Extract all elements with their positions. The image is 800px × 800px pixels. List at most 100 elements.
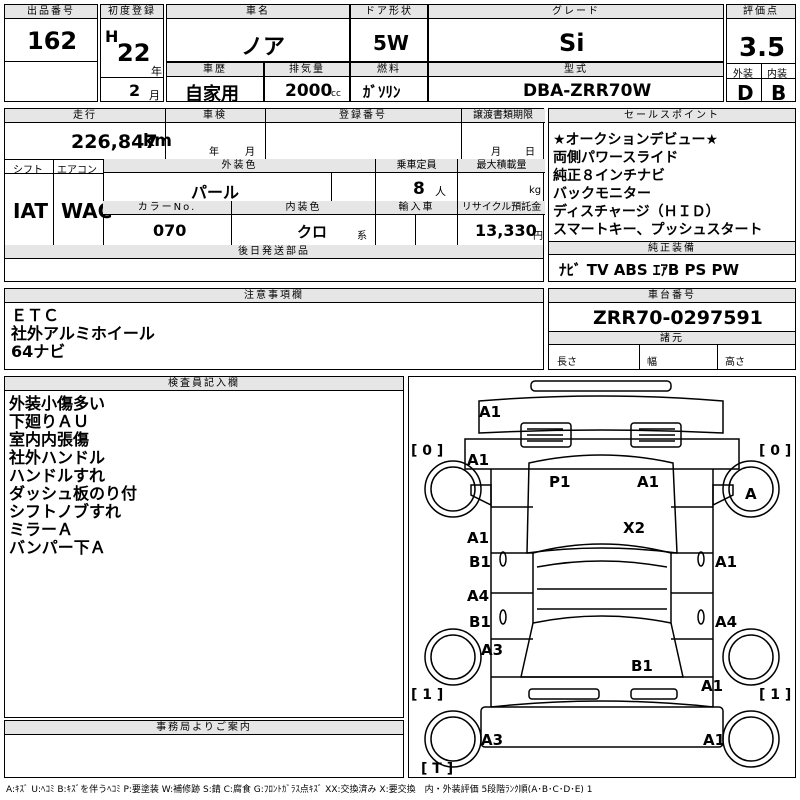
score: 3.5 (739, 33, 786, 63)
tr-day: 日 (525, 147, 535, 158)
month-unit: 月 (149, 89, 160, 102)
chassis-label: 車台番号 (549, 289, 795, 303)
ins-month: 月 (245, 147, 255, 158)
grade: Si (559, 29, 585, 57)
inspector-line: バンパー下Ａ (9, 538, 106, 557)
door-type: 5W (373, 31, 409, 55)
load-label: 最大積載量 (457, 159, 545, 173)
registration-label: 初度登録 (101, 5, 163, 19)
recycle: 13,330 (475, 221, 537, 240)
lot-box: 出品番号 162 (4, 4, 98, 102)
int-grade: B (771, 81, 787, 105)
mark-left-door-f: A1 (467, 529, 489, 547)
ext-label: 外装 (733, 69, 753, 80)
capacity: 8 (413, 179, 425, 199)
capacity-label: 乗車定員 (375, 159, 457, 173)
mark-right-door-r: A4 (715, 613, 737, 631)
era: H (105, 27, 119, 46)
sales-line: 両側パワースライド (553, 150, 679, 166)
carname-label: 車名 (167, 5, 349, 19)
sales-line: ★オークションデビュー★ (553, 132, 719, 148)
car-name: ノア (241, 35, 286, 60)
grade-label: グレード (429, 5, 723, 19)
inspector-line: ハンドルすれ (9, 466, 106, 485)
inspector-line: ダッシュ板のり付 (9, 484, 138, 503)
car-diagram: A1 A1 P1 A1 X2 A1 B1 A1 A4 B1 A4 A3 B1 A… (408, 376, 796, 778)
length-label: 長さ (557, 357, 577, 368)
height-label: 高さ (725, 357, 745, 368)
mark-left-door-r: A4 (467, 587, 489, 605)
mark-left-door-f2: B1 (469, 553, 491, 571)
inspector-line: シフトノブすれ (9, 502, 122, 521)
model-label: 型式 (429, 63, 723, 77)
mark-rear-bumper-l: A3 (481, 731, 503, 749)
shift: IAT (13, 199, 49, 223)
mark-bonnet: P1 (549, 473, 570, 491)
inspector-box: 検査員記入欄 外装小傷多い 下廻りＡＵ 室内内張傷 社外ハンドル ハンドルすれ … (4, 376, 404, 718)
sales-box: セールスポイント ★オークションデビュー★ 両側パワースライド 純正８インチナビ… (548, 108, 796, 282)
sales-line: スマートキー、プッシュスタート (553, 222, 763, 238)
tire-fl: [ 0 ] (411, 443, 443, 459)
mark-bonnet-r: A1 (637, 473, 659, 491)
mark-trunk: B1 (631, 657, 653, 675)
later-label: 後日発送部品 (5, 245, 543, 259)
registration-box: 初度登録 H 22 年 2 月 (100, 4, 164, 102)
mark-rear-bumper-r: A1 (703, 731, 725, 749)
mark-left-door-r2: B1 (469, 613, 491, 631)
mark-right-front-wheel: A (745, 485, 757, 503)
ac-label: エアコン (57, 165, 97, 176)
tire-spare: [ T ] (421, 761, 453, 777)
fuel-label: 燃料 (351, 63, 427, 77)
width-label: 幅 (647, 357, 657, 368)
sales-line: 純正８インチナビ (553, 168, 665, 184)
year-unit: 年 (151, 65, 162, 78)
color: パール (191, 183, 240, 202)
door-box: ドア形状 5W (350, 4, 428, 62)
info-block: 走行 車検 登録番号 譲渡書類期限 226,847 km 年 月 月 日 シフト… (4, 108, 545, 282)
mark-left-front: A1 (467, 451, 489, 469)
series-unit: 系 (357, 231, 367, 242)
office-box: 事務局よりご案内 (4, 720, 404, 778)
mark-roof: X2 (623, 519, 645, 537)
interior: クロ (297, 223, 328, 241)
colorno-label: カラーNo. (103, 201, 231, 215)
model: DBA-ZRR70W (523, 81, 652, 101)
displacement: 2000 (285, 81, 333, 101)
displacement-box: 排気量 2000 cc (264, 62, 350, 102)
int-label: 内装 (767, 69, 787, 80)
equip-label: 純正装備 (549, 241, 795, 255)
kg-unit: kg (529, 185, 542, 196)
sales-label: セールスポイント (549, 109, 795, 123)
cc-unit: cc (331, 89, 341, 99)
sales-lines: ★オークションデビュー★ 両側パワースライド 純正８インチナビ バックモニター … (553, 131, 762, 239)
yen-unit: 円 (533, 231, 543, 242)
lot-number: 162 (27, 27, 78, 55)
tire-fr: [ 0 ] (759, 443, 791, 459)
transfer-label: 譲渡書類期限 (461, 109, 545, 123)
tire-rr: [ 1 ] (759, 687, 791, 703)
chassis-number: ZRR70-0297591 (593, 307, 763, 329)
legend: A:ｷｽﾞ U:ﾍｺﾐ B:ｷｽﾞを伴うﾍｺﾐ P:要塗装 W:補修跡 S:錆 … (6, 785, 593, 795)
car-diagram-svg: A1 A1 P1 A1 X2 A1 B1 A1 A4 B1 A4 A3 B1 A… (411, 380, 791, 777)
office-label: 事務局よりご案内 (5, 721, 403, 735)
shift-label: シフト (13, 165, 43, 176)
inspector-line: 下廻りＡＵ (9, 412, 90, 431)
tr-month: 月 (491, 147, 501, 158)
score-label: 評価点 (727, 5, 795, 19)
sales-line: ディスチャージ（ＨＩＤ） (553, 204, 720, 220)
lot-label: 出品番号 (5, 5, 97, 19)
km-unit: km (143, 131, 173, 151)
tire-rl: [ 1 ] (411, 687, 443, 703)
inspector-line: 室内内張傷 (9, 430, 90, 449)
person-unit: 人 (435, 185, 446, 198)
fuel-box: 燃料 ｶﾞｿﾘﾝ (350, 62, 428, 102)
notes-label: 注意事項欄 (5, 289, 543, 303)
note-line: ＥＴＣ (11, 306, 60, 325)
history: 自家用 (185, 84, 239, 105)
grade-box: グレード Si (428, 4, 724, 62)
ext-grade: D (737, 81, 754, 105)
inspector-line: ミラーＡ (9, 520, 74, 539)
history-label: 車歴 (167, 63, 263, 77)
inspection-label: 車検 (165, 109, 265, 123)
regno-label: 登録番号 (265, 109, 461, 123)
